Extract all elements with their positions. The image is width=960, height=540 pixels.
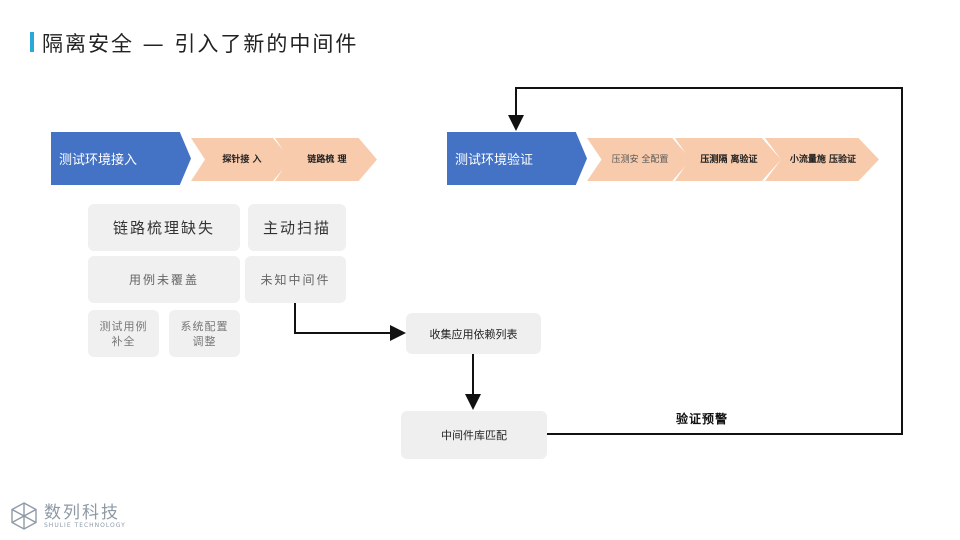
box-collect-deps: 收集应用依赖列表 <box>406 313 541 354</box>
stage-head-access: 测试环境接入 <box>51 132 191 185</box>
box-chain-missing: 链路梳理缺失 <box>88 204 240 251</box>
box-middleware-match: 中间件库匹配 <box>401 411 547 459</box>
box-sys-config: 系统配置 调整 <box>169 310 240 357</box>
label-verify-alert: 验证预警 <box>676 412 729 426</box>
box-test-case-fill: 测试用例 补全 <box>88 310 159 357</box>
step-stress-safe-config: 压测安 全配置 <box>587 138 691 181</box>
step-chain-sort: 链路梳 理 <box>275 138 377 181</box>
box-case-uncovered: 用例未覆盖 <box>88 256 240 303</box>
step-stress-isolation: 压测隔 离验证 <box>675 138 781 181</box>
logo-hexagon-icon <box>11 502 37 530</box>
step-probe-access: 探针接 入 <box>191 138 291 181</box>
step-small-traffic: 小流量施 压验证 <box>765 138 879 181</box>
page-title: 隔离安全 — 引入了新的中间件 <box>42 32 359 56</box>
box-active-scan: 主动扫描 <box>248 204 346 251</box>
box-unknown-middleware: 未知中间件 <box>245 256 346 303</box>
connector-match-to-verify <box>508 87 903 435</box>
stage-head-verify: 测试环境验证 <box>447 132 587 185</box>
connector-unknown-to-collect <box>294 303 406 341</box>
logo-name-en: SHULIE TECHNOLOGY <box>44 521 126 529</box>
company-logo: 数列科技 SHULIE TECHNOLOGY <box>10 502 126 530</box>
logo-name-cn: 数列科技 <box>44 502 120 523</box>
title-accent-bar <box>30 32 34 52</box>
